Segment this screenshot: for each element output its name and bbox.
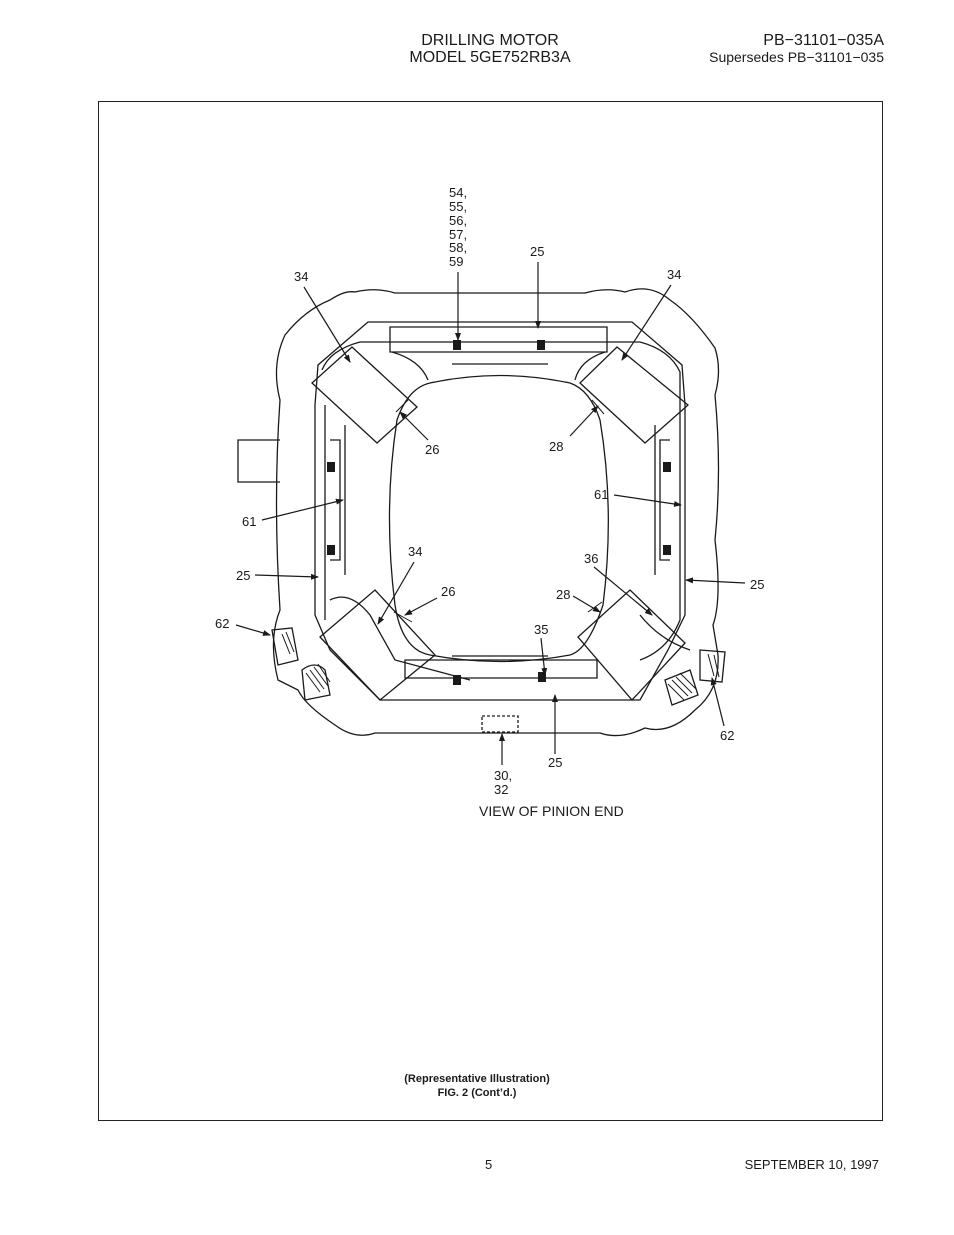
figure-caption: (Representative Illustration) FIG. 2 (Co…	[0, 1072, 954, 1100]
caption-line-2: FIG. 2 (Cont’d.)	[437, 1087, 517, 1099]
callout-28-upper: 28	[549, 439, 563, 454]
figure-frame	[98, 101, 883, 1121]
callout-34-lower: 34	[408, 544, 422, 559]
callout-36: 36	[584, 551, 598, 566]
callout-54-59-line1: 54,	[449, 185, 467, 200]
document-title: DRILLING MOTOR MODEL 5GE752RB3A	[380, 32, 600, 66]
callout-26-lower: 26	[441, 584, 455, 599]
callout-leaders	[235, 262, 746, 765]
callout-25-top: 25	[530, 244, 544, 259]
callout-labels: 54, 55, 56, 57, 58, 59 25 34 34 26 28 61…	[215, 185, 764, 819]
callout-25-right: 25	[750, 577, 764, 592]
callout-54-59-line3: 56,	[449, 213, 467, 228]
callout-34-top-left: 34	[294, 269, 308, 284]
coil-hatching	[281, 399, 720, 701]
callout-35: 35	[534, 622, 548, 637]
document-number: PB−31101−035A	[763, 32, 884, 49]
callout-62-left: 62	[215, 616, 229, 631]
title-line-2: MODEL 5GE752RB3A	[409, 49, 571, 66]
caption-line-1: (Representative Illustration)	[404, 1073, 550, 1085]
callout-54-59-line4: 57,	[449, 227, 467, 242]
callout-61-left: 61	[242, 514, 256, 529]
callout-61-right: 61	[594, 487, 608, 502]
callout-25-bottom: 25	[548, 755, 562, 770]
motor-frame-outline	[237, 288, 726, 737]
callout-25-left: 25	[236, 568, 250, 583]
document-number-block: PB−31101−035A Supersedes PB−31101−035	[709, 32, 884, 66]
bolt-heads	[327, 340, 671, 685]
callout-30-32-line2: 32	[494, 782, 508, 797]
footer-date: SEPTEMBER 10, 1997	[744, 1157, 879, 1172]
view-label: VIEW OF PINION END	[479, 803, 624, 819]
page-number: 5	[485, 1157, 493, 1172]
title-line-1: DRILLING MOTOR	[421, 32, 559, 49]
callout-62-right: 62	[720, 728, 734, 743]
callout-54-59-line6: 59	[449, 254, 463, 269]
callout-26-upper: 26	[425, 442, 439, 457]
callout-30-32-line1: 30,	[494, 768, 512, 783]
callout-54-59-line2: 55,	[449, 199, 467, 214]
callout-54-59-line5: 58,	[449, 240, 467, 255]
callout-28-lower: 28	[556, 587, 570, 602]
supersedes-note: Supersedes PB−31101−035	[709, 49, 884, 65]
callout-34-top-right: 34	[667, 267, 681, 282]
